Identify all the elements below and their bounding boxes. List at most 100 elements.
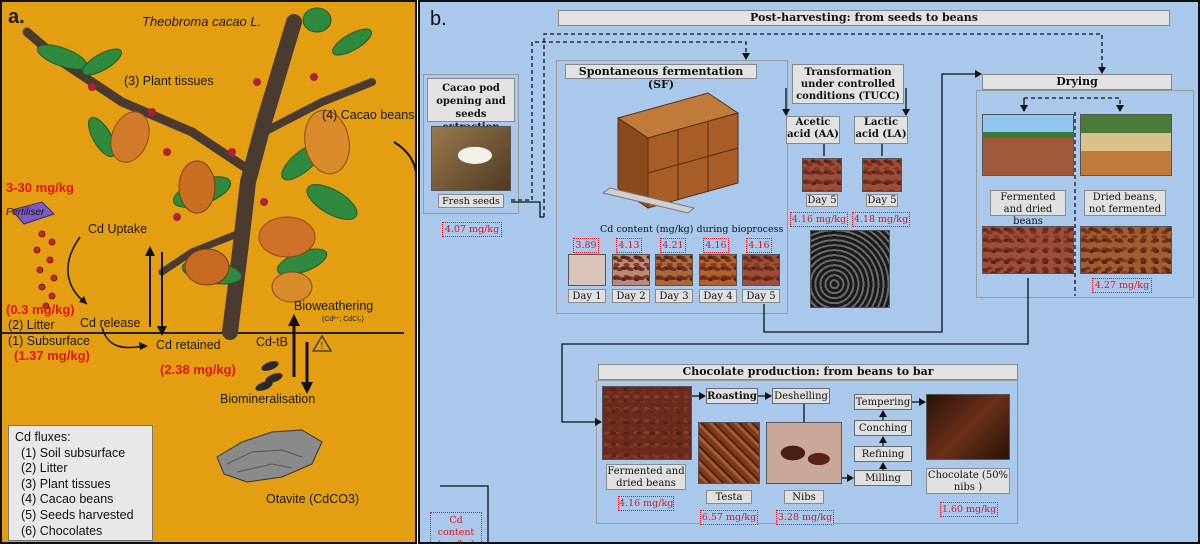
bacteria-icon — [255, 361, 283, 391]
legend-title: Cd fluxes: — [15, 430, 71, 444]
litter-label: (2) Litter — [8, 318, 55, 332]
drying-header: Drying — [982, 74, 1172, 90]
legend-item: (3) Plant tissues — [21, 476, 111, 491]
fresh-seeds-card: Fresh seeds — [438, 194, 504, 208]
nibs-label: Nibs — [784, 490, 824, 504]
tree-trunk — [222, 14, 302, 340]
cd-retained-value: (2.38 mg/kg) — [160, 362, 236, 377]
unfermented-beans-photo — [1080, 226, 1172, 274]
day1-value: 3.89 — [573, 238, 599, 253]
cd-release-arrow — [67, 236, 88, 305]
tree-branch-right — [260, 78, 376, 136]
cd-uptake-label: Cd Uptake — [88, 222, 148, 236]
litter-value: (0.3 mg/kg) — [6, 302, 75, 317]
cd-content-bioprocess-label: Cd content (mg/kg) during bioprocess — [600, 224, 784, 235]
day5-value: 4.16 — [746, 238, 772, 253]
aa-value: 4.16 mg/kg — [790, 212, 848, 227]
la-beans-photo — [862, 158, 902, 192]
day4-photo — [699, 254, 737, 286]
cd-fluxes-legend: Cd fluxes: (1) Soil subsurface (2) Litte… — [8, 425, 153, 541]
cd-retained-label: Cd retained — [156, 338, 221, 352]
conching-step: Conching — [854, 420, 912, 436]
day2-photo — [612, 254, 650, 286]
fertiliser-range: 3-30 mg/kg — [6, 180, 74, 195]
nibs-photo — [766, 422, 842, 484]
fertiliser-bag-icon — [11, 201, 55, 225]
fresh-seeds-photo — [431, 126, 511, 191]
unfermented-drying-photo — [1080, 114, 1172, 176]
day2-label: Day 2 — [612, 289, 650, 303]
post-harvest-header: Post-harvesting: from seeds to beans — [558, 10, 1170, 26]
day5-photo — [742, 254, 780, 286]
aa-beans-photo — [802, 158, 842, 192]
aa-day-label: Day 5 — [806, 194, 838, 207]
chocolate-header: Chocolate production: from beans to bar — [598, 364, 1018, 380]
fermenter-photo — [810, 230, 890, 308]
sf-header: Spontaneous fermentation (SF) — [565, 64, 757, 91]
day3-photo — [655, 254, 693, 286]
drying-value: 4.27 mg/kg — [1092, 278, 1152, 293]
day1-photo — [568, 254, 606, 286]
day3-label: Day 3 — [655, 289, 693, 303]
dried-not-fermented-label: Dried beans, not fermented — [1084, 190, 1166, 216]
tree-branch-low — [158, 228, 246, 276]
choc-fermented-label: Fermented and dried beans — [606, 464, 686, 490]
biomineralisation-label: Biomineralisation — [220, 392, 316, 406]
la-day-label: Day 5 — [866, 194, 898, 207]
cacao-beans-label: (4) Cacao beans — [322, 108, 415, 122]
otavite-label: Otavite (CdCO3) — [266, 492, 360, 506]
fresh-seeds-value: 4.07 mg/kg — [442, 222, 502, 237]
fermented-drying-photo — [982, 114, 1074, 176]
panel-a-label: a. — [8, 6, 25, 28]
pointer-arrow-to-panel-b — [393, 141, 415, 173]
legend-item: (6) Chocolates — [21, 523, 103, 538]
legend-item: (5) Seeds harvested — [21, 507, 134, 522]
fertiliser-pellets — [33, 230, 58, 310]
day3-value: 4.21 — [660, 238, 686, 253]
fertiliser-label: Fertiliser — [6, 207, 45, 218]
fermented-dried-beans-photo — [982, 226, 1074, 274]
cd-content-legend: Cd content (mg/kg) — [430, 512, 482, 542]
refining-step: Refining — [854, 446, 912, 462]
day1-label: Day 1 — [568, 289, 606, 303]
day4-label: Day 4 — [699, 289, 737, 303]
warning-icon — [311, 334, 333, 352]
pod-opening-header: Cacao pod opening and seeds extraction — [427, 78, 515, 133]
la-value: 4.18 mg/kg — [852, 212, 910, 227]
tempering-step: Tempering — [854, 394, 912, 410]
legend-item: (4) Cacao beans — [21, 492, 114, 507]
plant-tissues-label: (3) Plant tissues — [124, 74, 214, 88]
panel-b-label: b. — [430, 8, 447, 30]
cd-tb-label: Cd-tB — [256, 335, 288, 349]
chocolate-photo — [926, 394, 1010, 460]
panel-b-processing: b. Post-harvesting: from seeds to beans … — [418, 0, 1200, 544]
lactic-acid-header: Lactic acid (LA) — [854, 116, 908, 144]
testa-label: Testa — [706, 490, 752, 504]
deshelling-step: Deshelling — [772, 388, 830, 404]
day5-label: Day 5 — [742, 289, 780, 303]
nibs-value: 3.28 mg/kg — [776, 510, 834, 525]
bioweathering-label: Bioweathering — [294, 299, 374, 313]
panel-a-cadmium-cycle: ! a. Theobroma cacao L. (3) Plant tissue… — [0, 0, 417, 544]
legend-item: (1) Soil subsurface — [21, 445, 126, 460]
chocolate-label: Chocolate (50% nibs ) — [926, 468, 1010, 494]
milling-step: Milling — [854, 470, 912, 486]
testa-photo — [698, 422, 760, 484]
testa-value: 6.57 mg/kg — [700, 510, 758, 525]
bioweathering-sub: (Cd²⁺; CdCl₂) — [322, 316, 364, 323]
acetic-acid-header: Acetic acid (AA) — [786, 116, 840, 144]
cacao-tree-illustration: ! — [2, 7, 415, 483]
cacao-flowers — [88, 73, 318, 221]
otavite-rock — [216, 429, 323, 483]
day4-value: 4.16 — [703, 238, 729, 253]
choc-fermented-value: 4.16 mg/kg — [618, 496, 674, 511]
choc-beans-photo — [602, 386, 692, 460]
svg-text:!: ! — [320, 342, 324, 352]
tucc-header: Transformation under controlled conditio… — [792, 64, 904, 104]
legend-item: (2) Litter — [21, 461, 68, 476]
fermented-dried-label: Fermented and dried beans — [990, 190, 1066, 227]
species-name: Theobroma cacao L. — [142, 14, 262, 29]
cd-retain-arrow — [101, 326, 145, 349]
chocolate-value: 1.60 mg/kg — [940, 502, 998, 517]
subsurface-value: (1.37 mg/kg) — [14, 348, 90, 363]
